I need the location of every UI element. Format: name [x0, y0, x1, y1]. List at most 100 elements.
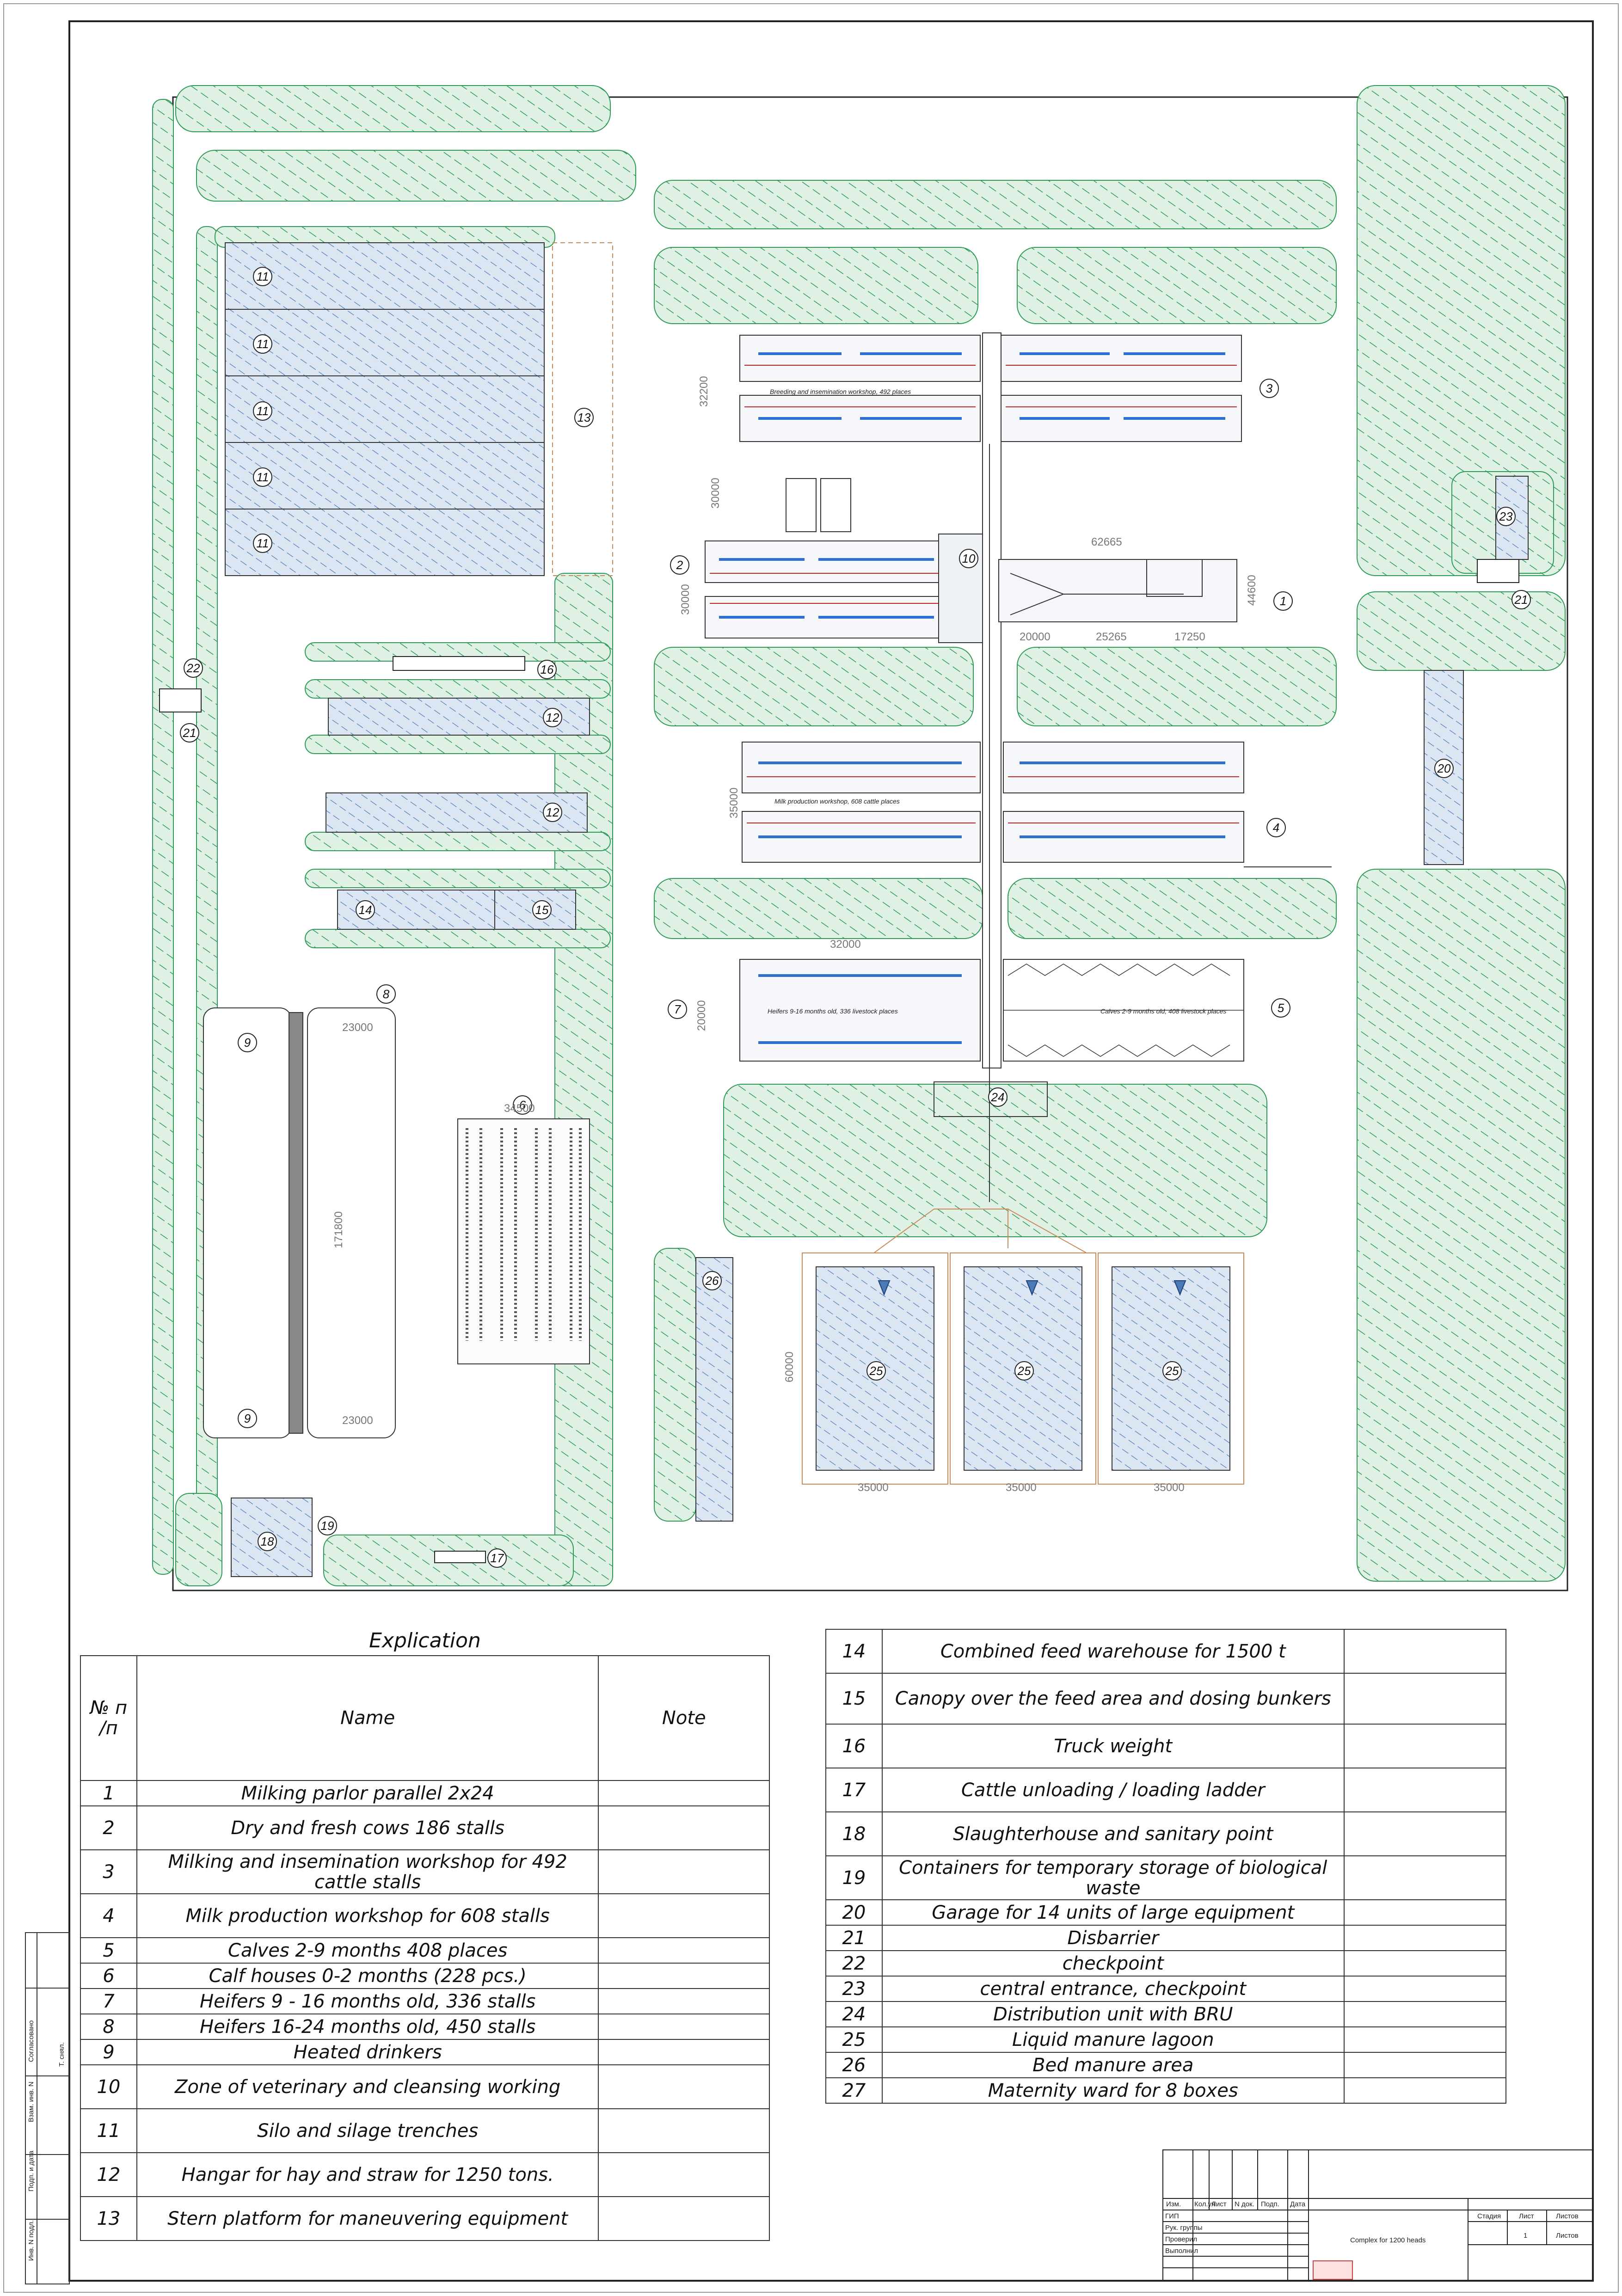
building-label: 21 [1514, 593, 1528, 607]
row-name: Distribution unit with BRU [881, 2001, 1345, 2027]
row-note [598, 1805, 770, 1850]
building-label: 3 [1266, 381, 1273, 395]
building-label: 12 [546, 805, 559, 819]
label-circle [513, 1095, 532, 1115]
label-circle [532, 900, 552, 920]
row-note [598, 1963, 770, 1989]
svg-text:30000: 30000 [709, 478, 722, 509]
row-number: 27 [825, 2077, 883, 2104]
label-circle [253, 401, 272, 421]
row-number: 13 [80, 2196, 137, 2241]
label-circle [1162, 1361, 1182, 1381]
row-note [1343, 1811, 1507, 1856]
building-label: 25 [1165, 1364, 1179, 1378]
building-label: 10 [962, 552, 976, 565]
svg-text:1: 1 [1524, 2232, 1527, 2240]
row-name: Disbarrier [881, 1925, 1345, 1951]
row-note [1343, 2077, 1507, 2104]
svg-text:Calves 2-9 months old, 408 liv: Calves 2-9 months old, 408 livestock pla… [1100, 1007, 1226, 1015]
svg-text:20000: 20000 [1020, 631, 1051, 643]
label-circle [253, 267, 272, 286]
row-name: Slaughterhouse and sanitary point [881, 1811, 1345, 1856]
row-note [598, 1988, 770, 2014]
row-note [598, 2196, 770, 2241]
svg-text:34500: 34500 [504, 1102, 535, 1115]
row-number: 21 [825, 1925, 883, 1951]
svg-text:Стадия: Стадия [1477, 2212, 1501, 2220]
row-number: 15 [825, 1673, 883, 1725]
building-label: 21 [183, 726, 197, 740]
svg-text:Согласовано: Согласовано [27, 2020, 35, 2062]
label-circle [1273, 591, 1293, 611]
heifer-yards [203, 1007, 396, 1438]
label-circle [702, 1271, 722, 1290]
label-circle [959, 549, 978, 568]
row-note [1343, 1768, 1507, 1812]
svg-text:Complex for 1200 heads: Complex for 1200 heads [1350, 2236, 1425, 2244]
row-name: Truck weight [881, 1724, 1345, 1768]
label-circle [543, 803, 562, 822]
svg-text:Рук. группы: Рук. группы [1165, 2224, 1203, 2232]
label-circle [253, 534, 272, 553]
svg-text:17250: 17250 [1174, 631, 1205, 643]
row-number: 8 [80, 2014, 137, 2040]
row-name: Dry and fresh cows 186 stalls [136, 1805, 599, 1850]
row-name: Stern platform for maneuvering equipment [136, 2196, 599, 2241]
building-label: 2 [676, 558, 683, 572]
svg-text:Milk production workshop, 608: Milk production workshop, 608 cattle pla… [774, 798, 900, 805]
row-note [1343, 1629, 1507, 1674]
building-label: 18 [261, 1535, 274, 1548]
svg-text:23000: 23000 [342, 1021, 373, 1034]
svg-text:Т. снял.: Т. снял. [58, 2042, 66, 2067]
row-number: 11 [80, 2108, 137, 2153]
row-number: 14 [825, 1629, 883, 1674]
building-label: 11 [257, 404, 269, 418]
building-label: 14 [359, 903, 372, 917]
row-number: 7 [80, 1988, 137, 2014]
row-note [598, 2108, 770, 2153]
row-name: Calves 2-9 months 408 places [136, 1937, 599, 1964]
label-circle [537, 660, 557, 679]
svg-text:Изм.: Изм. [1166, 2200, 1181, 2208]
row-name: Heated drinkers [136, 2039, 599, 2065]
building-label: 25 [1017, 1364, 1031, 1378]
building-label: 6 [519, 1098, 526, 1112]
building-label: 9 [244, 1412, 251, 1425]
row-number: 6 [80, 1963, 137, 1989]
row-note [1343, 2026, 1507, 2053]
row-name: Maternity ward for 8 boxes [881, 2077, 1345, 2104]
row-number: 26 [825, 2052, 883, 2078]
row-number: 19 [825, 1855, 883, 1900]
building-label: 23 [1499, 510, 1513, 523]
row-name: Calf houses 0-2 months (228 pcs.) [136, 1963, 599, 1989]
row-name: Heifers 16-24 months old, 450 stalls [136, 2014, 599, 2040]
building-label: 12 [546, 711, 559, 724]
row-name: Milk production workshop for 608 stalls [136, 1893, 599, 1938]
svg-text:Лист: Лист [1211, 2200, 1227, 2208]
building-label: 1 [1280, 594, 1286, 608]
svg-text:Проверил: Проверил [1165, 2235, 1197, 2243]
row-number: 12 [80, 2152, 137, 2197]
svg-text:Breeding and insemination work: Breeding and insemination workshop, 492 … [770, 388, 911, 395]
explication-title: Explication [369, 1629, 481, 1652]
row-number: 17 [825, 1768, 883, 1812]
svg-text:32200: 32200 [698, 376, 710, 407]
building-label: 22 [186, 661, 200, 675]
label-circle [668, 1000, 687, 1019]
svg-text:60000: 60000 [783, 1351, 796, 1382]
row-name: checkpoint [881, 1950, 1345, 1977]
row-name: Containers for temporary storage of biol… [881, 1855, 1345, 1900]
